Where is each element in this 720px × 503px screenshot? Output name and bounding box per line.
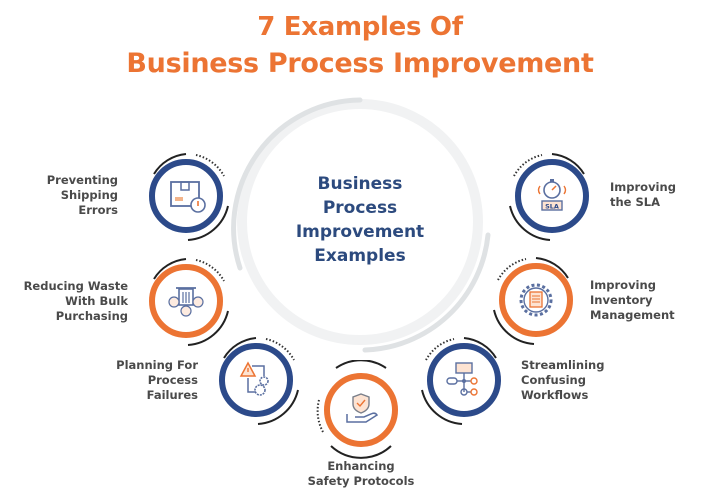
node-safety-protocols	[316, 360, 398, 459]
hand-shield-icon	[346, 393, 379, 423]
label-workflows: Streamlining Confusing Workflows	[521, 358, 631, 403]
title-line-2: Business Process Improvement	[126, 48, 594, 79]
center-heading: Business Process Improvement Examples	[270, 172, 450, 268]
central-arc-right	[362, 232, 491, 353]
warning-gears-icon	[239, 361, 269, 396]
label-line: Improving	[590, 278, 656, 292]
label-line: Inventory	[590, 293, 653, 307]
label-inventory: Improving Inventory Management	[590, 278, 710, 323]
label-line: Management	[590, 308, 675, 322]
center-line-2: Process	[322, 198, 398, 218]
label-line: Planning For	[116, 358, 198, 372]
package-clock-icon	[170, 181, 206, 213]
node-process-failures	[219, 337, 299, 425]
label-shipping-errors: Preventing Shipping Errors	[20, 173, 118, 218]
node-reducing-waste	[149, 258, 229, 346]
node-sla: SLA	[509, 153, 589, 241]
label-line: Safety Protocols	[307, 474, 415, 488]
label-line: Shipping	[60, 188, 118, 202]
node-shipping-errors	[149, 153, 229, 241]
center-line-4: Examples	[314, 246, 406, 266]
label-line: Process	[147, 373, 198, 387]
label-line: Purchasing	[55, 309, 128, 323]
label-line: Reducing Waste	[23, 279, 128, 293]
label-reducing-waste: Reducing Waste With Bulk Purchasing	[10, 279, 128, 324]
center-line-1: Business	[317, 174, 403, 194]
label-process-failures: Planning For Process Failures	[100, 358, 198, 403]
label-line: Failures	[146, 388, 198, 402]
central-disc	[237, 99, 483, 345]
label-line: Errors	[78, 203, 118, 217]
node-inventory	[493, 257, 573, 345]
label-line: Confusing	[521, 373, 586, 387]
label-line: With Bulk	[65, 294, 128, 308]
svg-text:SLA: SLA	[545, 203, 559, 211]
bin-coins-icon	[168, 287, 204, 317]
title-line-1: 7 Examples Of	[257, 12, 463, 42]
center-line-3: Improvement	[295, 222, 425, 242]
label-line: Workflows	[521, 388, 589, 402]
node-workflows	[421, 337, 501, 425]
stopwatch-sla-icon: SLA	[537, 179, 567, 211]
label-safety-protocols: Enhancing Safety Protocols	[290, 459, 432, 489]
central-arc-left	[231, 97, 363, 271]
label-line: Enhancing	[327, 459, 395, 473]
gear-document-icon	[519, 283, 553, 317]
label-line: Streamlining	[521, 358, 605, 372]
label-line: Improving	[610, 180, 676, 194]
label-line: the SLA	[610, 195, 660, 209]
label-line: Preventing	[46, 173, 118, 187]
workflow-icon	[446, 362, 478, 396]
label-sla: Improving the SLA	[610, 180, 710, 210]
